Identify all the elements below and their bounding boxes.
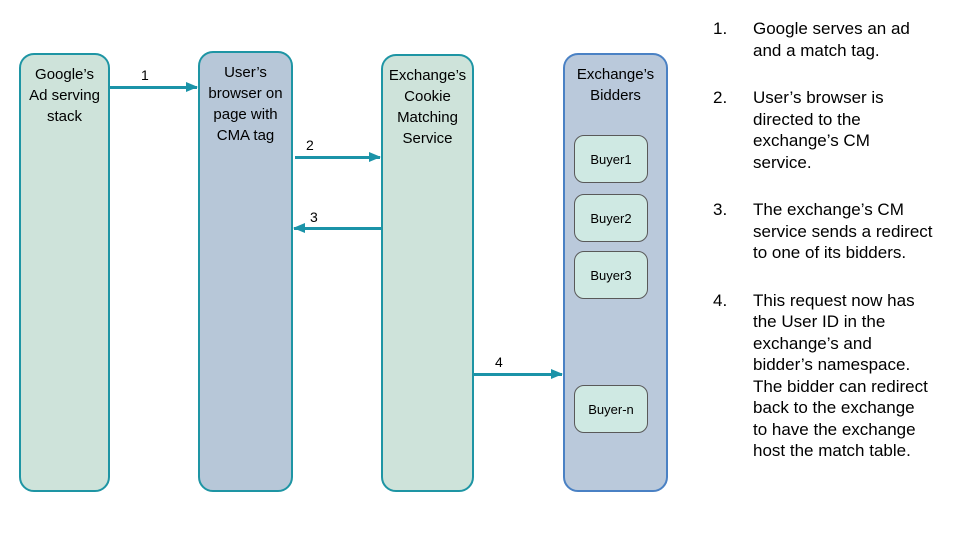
step-number: 3. xyxy=(713,200,728,219)
arrow-label-4: 4 xyxy=(495,354,503,370)
step-number: 1. xyxy=(713,19,728,38)
step-number: 2. xyxy=(713,88,728,107)
node-label: User’s browser on page with CMA tag xyxy=(208,64,283,144)
list-item: 4. This request now has the User ID in t… xyxy=(713,290,955,462)
arrow-3-icon xyxy=(293,223,381,234)
node-user-browser: User’s browser on page with CMA tag xyxy=(198,51,293,492)
node-cookie-matching-service: Exchange’s Cookie Matching Service xyxy=(381,54,474,492)
list-item: 1. Google serves an ad and a match tag. xyxy=(713,18,955,61)
arrow-label-1: 1 xyxy=(141,67,149,83)
arrowhead-icon xyxy=(186,82,198,93)
step-text: The exchange’s CM service sends a redire… xyxy=(753,200,933,262)
step-text: This request now has the User ID in the … xyxy=(753,290,928,461)
buyer-label: Buyer2 xyxy=(590,210,632,226)
arrow-1-icon xyxy=(110,82,198,93)
node-label: Exchange’s Bidders xyxy=(576,66,655,104)
arrowhead-icon xyxy=(293,223,305,234)
buyer-chip: Buyer-n xyxy=(574,385,648,433)
arrow-label-2: 2 xyxy=(306,137,314,153)
step-number: 4. xyxy=(713,290,728,310)
list-item: 2. User’s browser is directed to the exc… xyxy=(713,87,955,173)
arrowhead-icon xyxy=(369,152,381,163)
steps-list: 1. Google serves an ad and a match tag. … xyxy=(713,18,955,488)
node-label: Exchange’s Cookie Matching Service xyxy=(388,67,467,147)
arrowhead-icon xyxy=(551,369,563,380)
node-label: Google’s Ad serving stack xyxy=(29,66,100,125)
list-item: 3. The exchange’s CM service sends a red… xyxy=(713,199,955,264)
arrow-4-icon xyxy=(474,369,563,380)
buyer-label: Buyer-n xyxy=(588,401,634,417)
step-text: Google serves an ad and a match tag. xyxy=(753,19,910,60)
buyer-chip: Buyer1 xyxy=(574,135,648,183)
buyer-chip: Buyer2 xyxy=(574,194,648,242)
buyer-label: Buyer3 xyxy=(590,267,632,283)
arrow-2-icon xyxy=(295,152,381,163)
step-text: User’s browser is directed to the exchan… xyxy=(753,88,884,172)
arrow-label-3: 3 xyxy=(310,209,318,225)
buyer-chip: Buyer3 xyxy=(574,251,648,299)
buyer-label: Buyer1 xyxy=(590,151,632,167)
node-google-ad-stack: Google’s Ad serving stack xyxy=(19,53,110,492)
